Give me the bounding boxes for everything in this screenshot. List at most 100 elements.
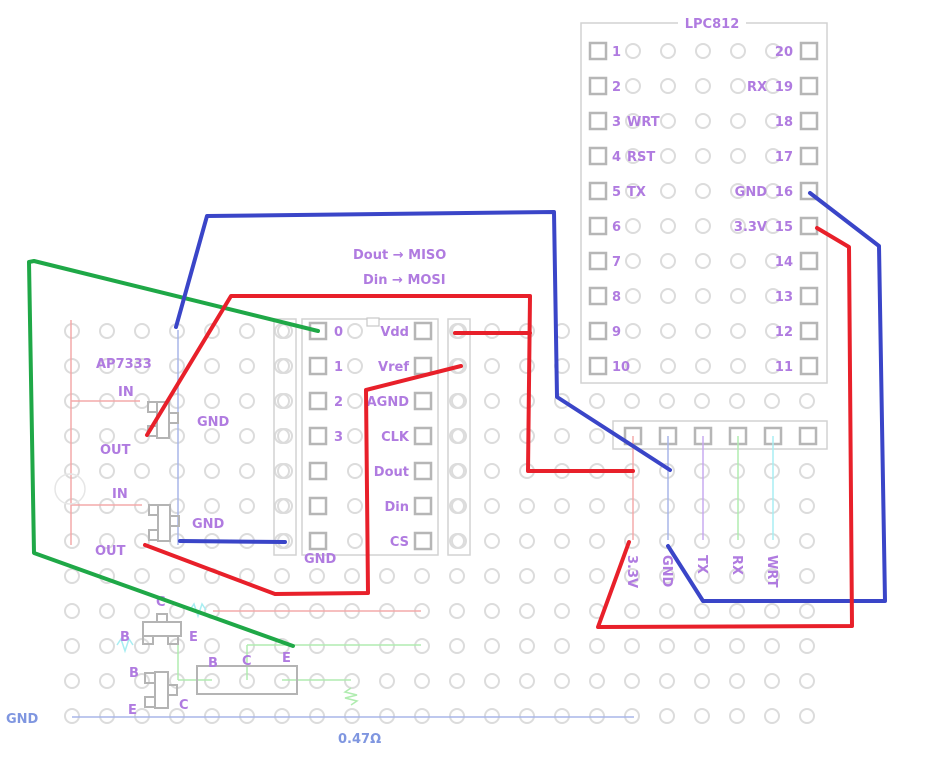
lpc-pin-function: RX bbox=[747, 80, 767, 95]
lpc-pin-pad bbox=[799, 251, 819, 271]
hole bbox=[134, 323, 150, 339]
hole bbox=[484, 428, 500, 444]
hole bbox=[695, 43, 711, 59]
adc-pin-pad bbox=[308, 391, 328, 411]
hole bbox=[451, 533, 467, 549]
hole bbox=[799, 708, 815, 724]
hole bbox=[554, 638, 570, 654]
hole bbox=[799, 498, 815, 514]
adc-pin-label: Din bbox=[384, 500, 409, 515]
hole bbox=[344, 568, 360, 584]
hole bbox=[730, 358, 746, 374]
lpc-pin-number: 17 bbox=[775, 150, 793, 165]
hole bbox=[554, 533, 570, 549]
hole bbox=[729, 463, 745, 479]
hole bbox=[484, 638, 500, 654]
hole bbox=[765, 253, 781, 269]
hole bbox=[625, 323, 641, 339]
hole bbox=[449, 708, 465, 724]
hole bbox=[449, 568, 465, 584]
hole bbox=[277, 428, 293, 444]
adc-pin-pad bbox=[308, 356, 328, 376]
hole bbox=[729, 673, 745, 689]
hole bbox=[519, 358, 535, 374]
hole bbox=[134, 603, 150, 619]
transistor-q3-body bbox=[196, 665, 298, 695]
hole bbox=[239, 708, 255, 724]
lpc-pin-number: 13 bbox=[775, 290, 793, 305]
lpc-pin-number: 12 bbox=[775, 325, 793, 340]
reg2-in-label: IN bbox=[112, 487, 128, 502]
hole bbox=[449, 638, 465, 654]
hole bbox=[589, 708, 605, 724]
hole bbox=[484, 498, 500, 514]
hole bbox=[625, 218, 641, 234]
lpc-pin-number: 8 bbox=[612, 290, 621, 305]
hole bbox=[64, 568, 80, 584]
hole bbox=[204, 393, 220, 409]
pin1-notch bbox=[366, 317, 380, 327]
hole bbox=[660, 218, 676, 234]
hole bbox=[99, 323, 115, 339]
regulator-name: AP7333 bbox=[96, 357, 152, 372]
hole bbox=[765, 113, 781, 129]
hole bbox=[134, 673, 150, 689]
hole bbox=[451, 393, 467, 409]
lpc-pin-function: TX bbox=[627, 185, 646, 200]
hole bbox=[134, 358, 150, 374]
wire-green-left bbox=[27, 259, 320, 648]
hole bbox=[624, 708, 640, 724]
hole bbox=[277, 498, 293, 514]
q2-e-label: E bbox=[128, 703, 137, 718]
reg2-gnd-label: GND bbox=[192, 517, 225, 532]
hole bbox=[347, 428, 363, 444]
hole bbox=[660, 253, 676, 269]
hole bbox=[169, 428, 185, 444]
hole bbox=[694, 673, 710, 689]
hole bbox=[764, 673, 780, 689]
hole bbox=[414, 708, 430, 724]
reg1-gnd-label: GND bbox=[197, 415, 230, 430]
hole bbox=[589, 533, 605, 549]
hole bbox=[169, 463, 185, 479]
hole bbox=[169, 708, 185, 724]
lpc-pin-number: 15 bbox=[775, 220, 793, 235]
hole bbox=[554, 603, 570, 619]
resistor-icon bbox=[343, 687, 359, 706]
hole bbox=[624, 638, 640, 654]
hole bbox=[451, 428, 467, 444]
hole bbox=[799, 603, 815, 619]
hole bbox=[99, 638, 115, 654]
hole bbox=[379, 568, 395, 584]
lpc-pin-pad bbox=[588, 76, 608, 96]
hole bbox=[764, 708, 780, 724]
lpc-pin-pad bbox=[799, 41, 819, 61]
hole bbox=[309, 568, 325, 584]
lpc-pin-number: 18 bbox=[775, 115, 793, 130]
regulator-lower-body bbox=[148, 504, 180, 542]
hole bbox=[64, 638, 80, 654]
hole bbox=[347, 498, 363, 514]
hole bbox=[347, 463, 363, 479]
hole bbox=[694, 638, 710, 654]
hole bbox=[484, 358, 500, 374]
hole bbox=[729, 638, 745, 654]
hole bbox=[169, 358, 185, 374]
ap7333-regulator: AP7333 IN OUT GND IN OUT GND bbox=[95, 357, 230, 559]
hole bbox=[589, 568, 605, 584]
hole bbox=[99, 533, 115, 549]
hole bbox=[277, 463, 293, 479]
hole bbox=[729, 533, 745, 549]
hole bbox=[309, 708, 325, 724]
adc-note-miso: Dout → MISO bbox=[353, 248, 446, 263]
hole bbox=[484, 708, 500, 724]
capacitor-outline bbox=[54, 473, 86, 505]
hole bbox=[799, 463, 815, 479]
lpc-pin-pad bbox=[588, 286, 608, 306]
lpc-pin-number: 4 bbox=[612, 150, 621, 165]
q1-e-label: E bbox=[189, 630, 198, 645]
hole bbox=[204, 428, 220, 444]
q3-b-label: B bbox=[208, 656, 218, 671]
hole bbox=[730, 218, 746, 234]
